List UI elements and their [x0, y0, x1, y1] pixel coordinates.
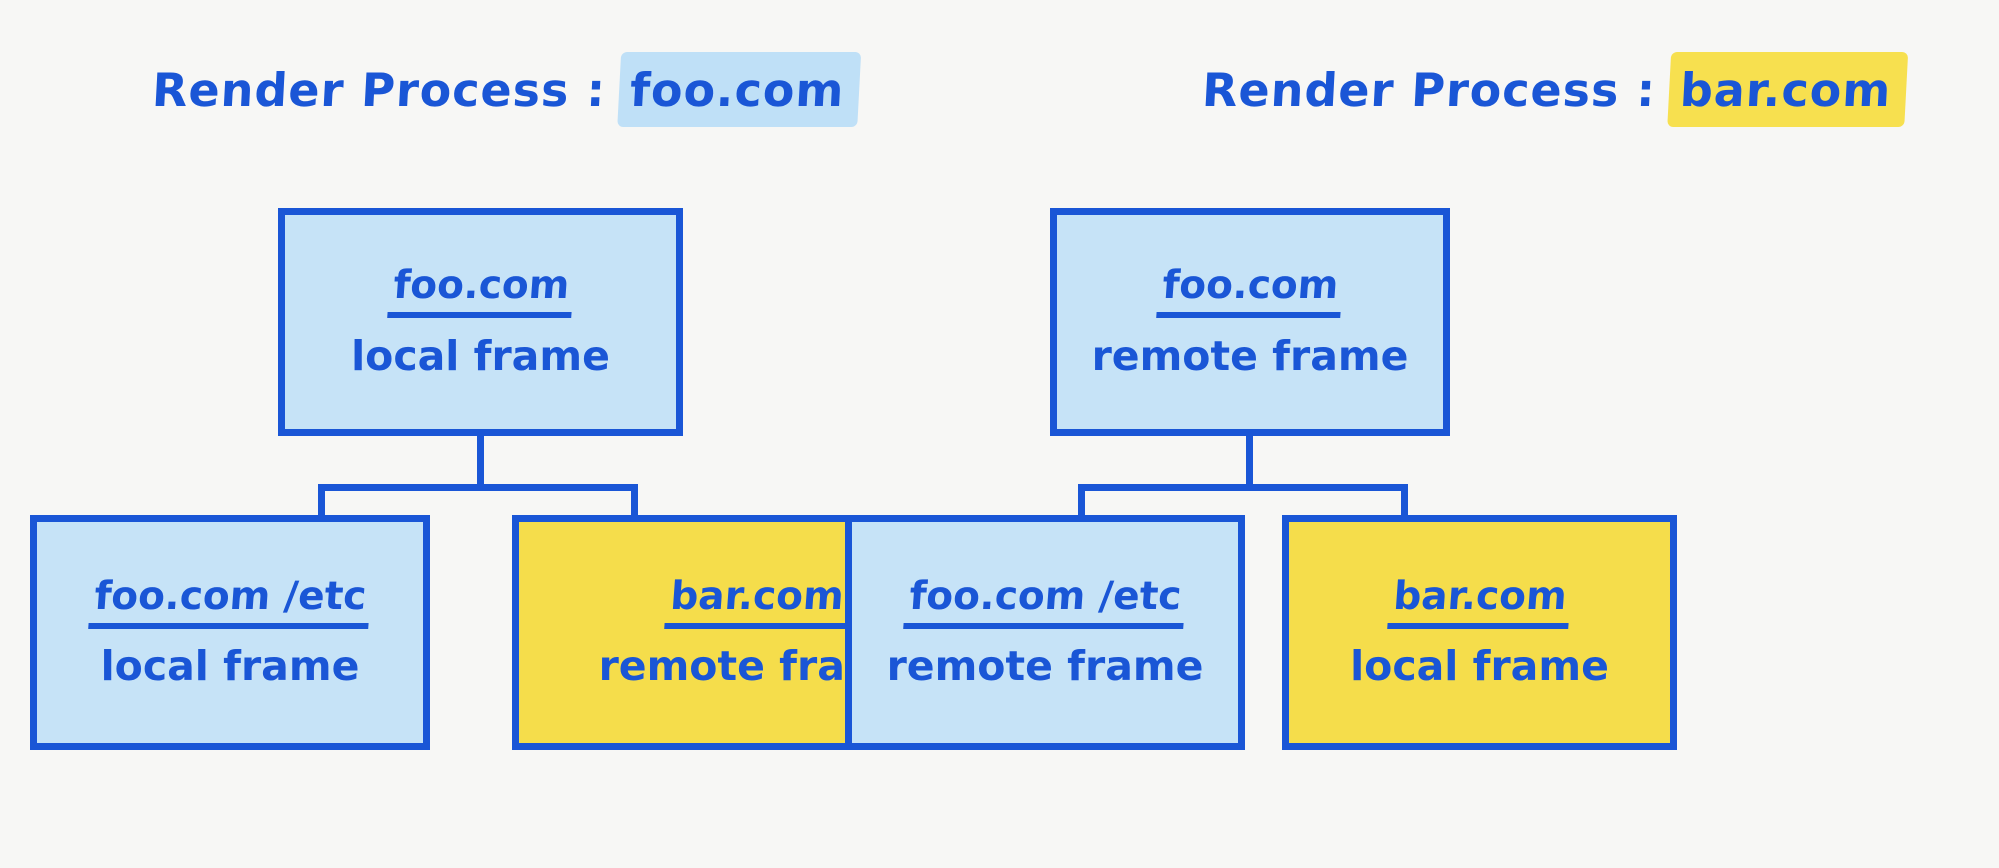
frame-box-child-right[interactable]: bar.com local frame	[1282, 515, 1677, 750]
frame-box-child-left[interactable]: foo.com /etc remote frame	[845, 515, 1245, 750]
connector-stem	[1246, 436, 1253, 488]
frame-kind: remote frame	[1091, 331, 1409, 380]
connector-stem	[477, 436, 484, 488]
frame-box-parent[interactable]: foo.com local frame	[278, 208, 683, 436]
panel-title-prefix: Render Process :	[150, 63, 625, 117]
panel-title-prefix: Render Process :	[1200, 63, 1675, 117]
frame-box-child-left[interactable]: foo.com /etc local frame	[30, 515, 430, 750]
connector-bar	[1078, 484, 1408, 491]
frame-box-parent[interactable]: foo.com remote frame	[1050, 208, 1450, 436]
panel-title-bar: Render Process : bar.com	[1200, 62, 1900, 125]
frame-url: bar.com	[664, 574, 850, 629]
panel-title-origin: foo.com	[621, 62, 854, 125]
panel-title-foo: Render Process : foo.com	[150, 62, 854, 125]
connector-drop-left	[318, 484, 325, 518]
frame-kind: local frame	[351, 331, 610, 380]
render-process-panel-bar: Render Process : bar.com foo.com remote …	[845, 0, 1999, 868]
frame-kind: local frame	[1350, 642, 1609, 691]
connector-drop-right	[1401, 484, 1408, 518]
frame-url: foo.com	[1156, 263, 1344, 318]
connector-bar	[318, 484, 638, 491]
frame-url: foo.com	[386, 263, 575, 318]
connector-drop-left	[1078, 484, 1085, 518]
frame-url: foo.com /etc	[903, 574, 1187, 629]
panel-title-origin: bar.com	[1671, 62, 1900, 125]
frame-url: foo.com /etc	[88, 574, 372, 629]
frame-kind: remote frame	[886, 642, 1204, 691]
frame-kind: local frame	[100, 642, 360, 691]
frame-url: bar.com	[1387, 574, 1572, 629]
connector-drop-right	[631, 484, 638, 518]
